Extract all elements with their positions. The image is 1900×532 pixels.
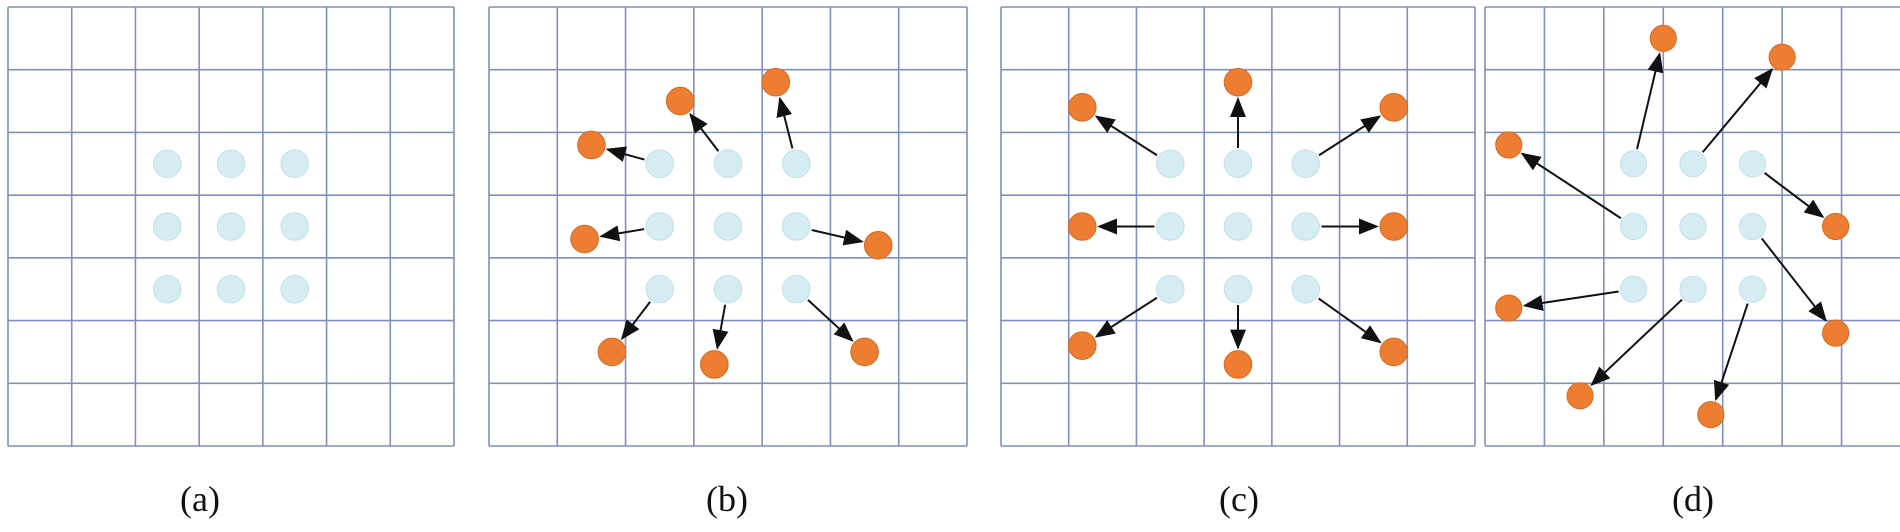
original-sampling-point bbox=[713, 149, 743, 179]
offset-sampling-point bbox=[577, 130, 606, 160]
panel-d bbox=[1484, 6, 1900, 447]
offset-sampling-point bbox=[1379, 337, 1409, 367]
original-sampling-point bbox=[280, 149, 310, 179]
original-sampling-point bbox=[645, 212, 675, 241]
offset-sampling-point bbox=[1067, 93, 1097, 122]
offset-sampling-point bbox=[1566, 382, 1594, 410]
offset-sampling-point bbox=[1822, 319, 1850, 347]
offset-sampling-point bbox=[850, 337, 879, 367]
panel-caption-c: (c) bbox=[1219, 479, 1259, 519]
offset-arrow bbox=[1713, 303, 1749, 402]
original-sampling-point bbox=[1223, 212, 1253, 241]
original-sampling-point bbox=[1155, 212, 1185, 241]
original-sampling-point bbox=[1223, 149, 1253, 179]
offset-arrow bbox=[1318, 115, 1382, 157]
panel-a bbox=[7, 6, 455, 447]
original-sampling-point bbox=[152, 274, 182, 304]
offset-arrow bbox=[620, 301, 651, 341]
original-sampling-point bbox=[1291, 212, 1321, 241]
offset-sampling-point bbox=[1223, 350, 1253, 379]
offset-arrow bbox=[712, 304, 729, 350]
offset-arrow bbox=[807, 299, 854, 342]
offset-arrow bbox=[1701, 67, 1774, 153]
offset-sampling-point bbox=[761, 67, 791, 97]
original-sampling-point bbox=[781, 149, 811, 179]
original-sampling-point bbox=[1738, 212, 1767, 241]
panel-caption-a: (a) bbox=[180, 479, 220, 519]
original-sampling-point bbox=[1738, 150, 1767, 178]
offset-sampling-point bbox=[1649, 24, 1677, 52]
offset-arrow bbox=[689, 112, 720, 152]
offset-sampling-point bbox=[570, 224, 599, 254]
offset-sampling-point bbox=[1697, 401, 1725, 429]
original-sampling-point bbox=[152, 212, 182, 241]
offset-sampling-point bbox=[1768, 43, 1796, 71]
original-sampling-point bbox=[280, 212, 310, 241]
panel-b bbox=[488, 6, 968, 447]
offset-arrow bbox=[811, 229, 864, 246]
offset-arrow bbox=[599, 225, 645, 242]
offset-arrow bbox=[1520, 152, 1622, 220]
original-sampling-point bbox=[216, 212, 246, 241]
offset-sampling-point bbox=[1067, 212, 1097, 241]
original-sampling-point bbox=[781, 212, 811, 241]
original-sampling-point bbox=[645, 274, 675, 304]
offset-arrow bbox=[1094, 296, 1158, 338]
panel-c bbox=[1000, 6, 1476, 447]
original-sampling-point bbox=[216, 274, 246, 304]
offset-arrow bbox=[1760, 237, 1827, 323]
offset-arrow bbox=[1094, 115, 1158, 157]
offset-arrow bbox=[1763, 172, 1825, 219]
original-sampling-point bbox=[216, 149, 246, 179]
offset-arrow bbox=[1522, 290, 1619, 311]
panel-caption-d: (d) bbox=[1672, 479, 1714, 519]
original-sampling-point bbox=[1155, 274, 1185, 304]
offset-sampling-point bbox=[1822, 212, 1850, 241]
offset-arrow bbox=[776, 96, 794, 149]
offset-sampling-point bbox=[863, 231, 893, 260]
original-sampling-point bbox=[1679, 150, 1707, 178]
original-sampling-point bbox=[1679, 275, 1707, 303]
original-sampling-point bbox=[1738, 275, 1767, 303]
offset-arrow bbox=[1317, 297, 1382, 344]
offset-sampling-point bbox=[1495, 294, 1523, 322]
original-sampling-point bbox=[1619, 212, 1648, 241]
original-sampling-point bbox=[152, 149, 182, 179]
offset-arrow bbox=[1590, 298, 1683, 387]
offset-sampling-point bbox=[700, 350, 729, 379]
original-sampling-point bbox=[280, 274, 310, 304]
original-sampling-point bbox=[1619, 275, 1648, 303]
offset-sampling-point bbox=[1223, 67, 1253, 97]
original-sampling-point bbox=[781, 274, 811, 304]
original-sampling-point bbox=[713, 274, 743, 304]
offset-sampling-point bbox=[1379, 212, 1409, 241]
offset-arrow bbox=[605, 146, 645, 162]
original-sampling-point bbox=[1291, 274, 1321, 304]
original-sampling-point bbox=[1291, 149, 1321, 179]
panel-caption-b: (b) bbox=[706, 479, 748, 519]
original-sampling-point bbox=[645, 149, 675, 179]
offset-sampling-point bbox=[597, 337, 627, 367]
original-sampling-point bbox=[1155, 149, 1185, 179]
original-sampling-point bbox=[1679, 212, 1707, 241]
offset-sampling-point bbox=[665, 86, 695, 116]
offset-arrow bbox=[1636, 52, 1664, 150]
offset-sampling-point bbox=[1495, 131, 1523, 159]
original-sampling-point bbox=[713, 212, 743, 241]
offset-sampling-point bbox=[1379, 93, 1409, 122]
original-sampling-point bbox=[1223, 274, 1253, 304]
offset-sampling-point bbox=[1067, 331, 1097, 360]
original-sampling-point bbox=[1619, 150, 1648, 178]
